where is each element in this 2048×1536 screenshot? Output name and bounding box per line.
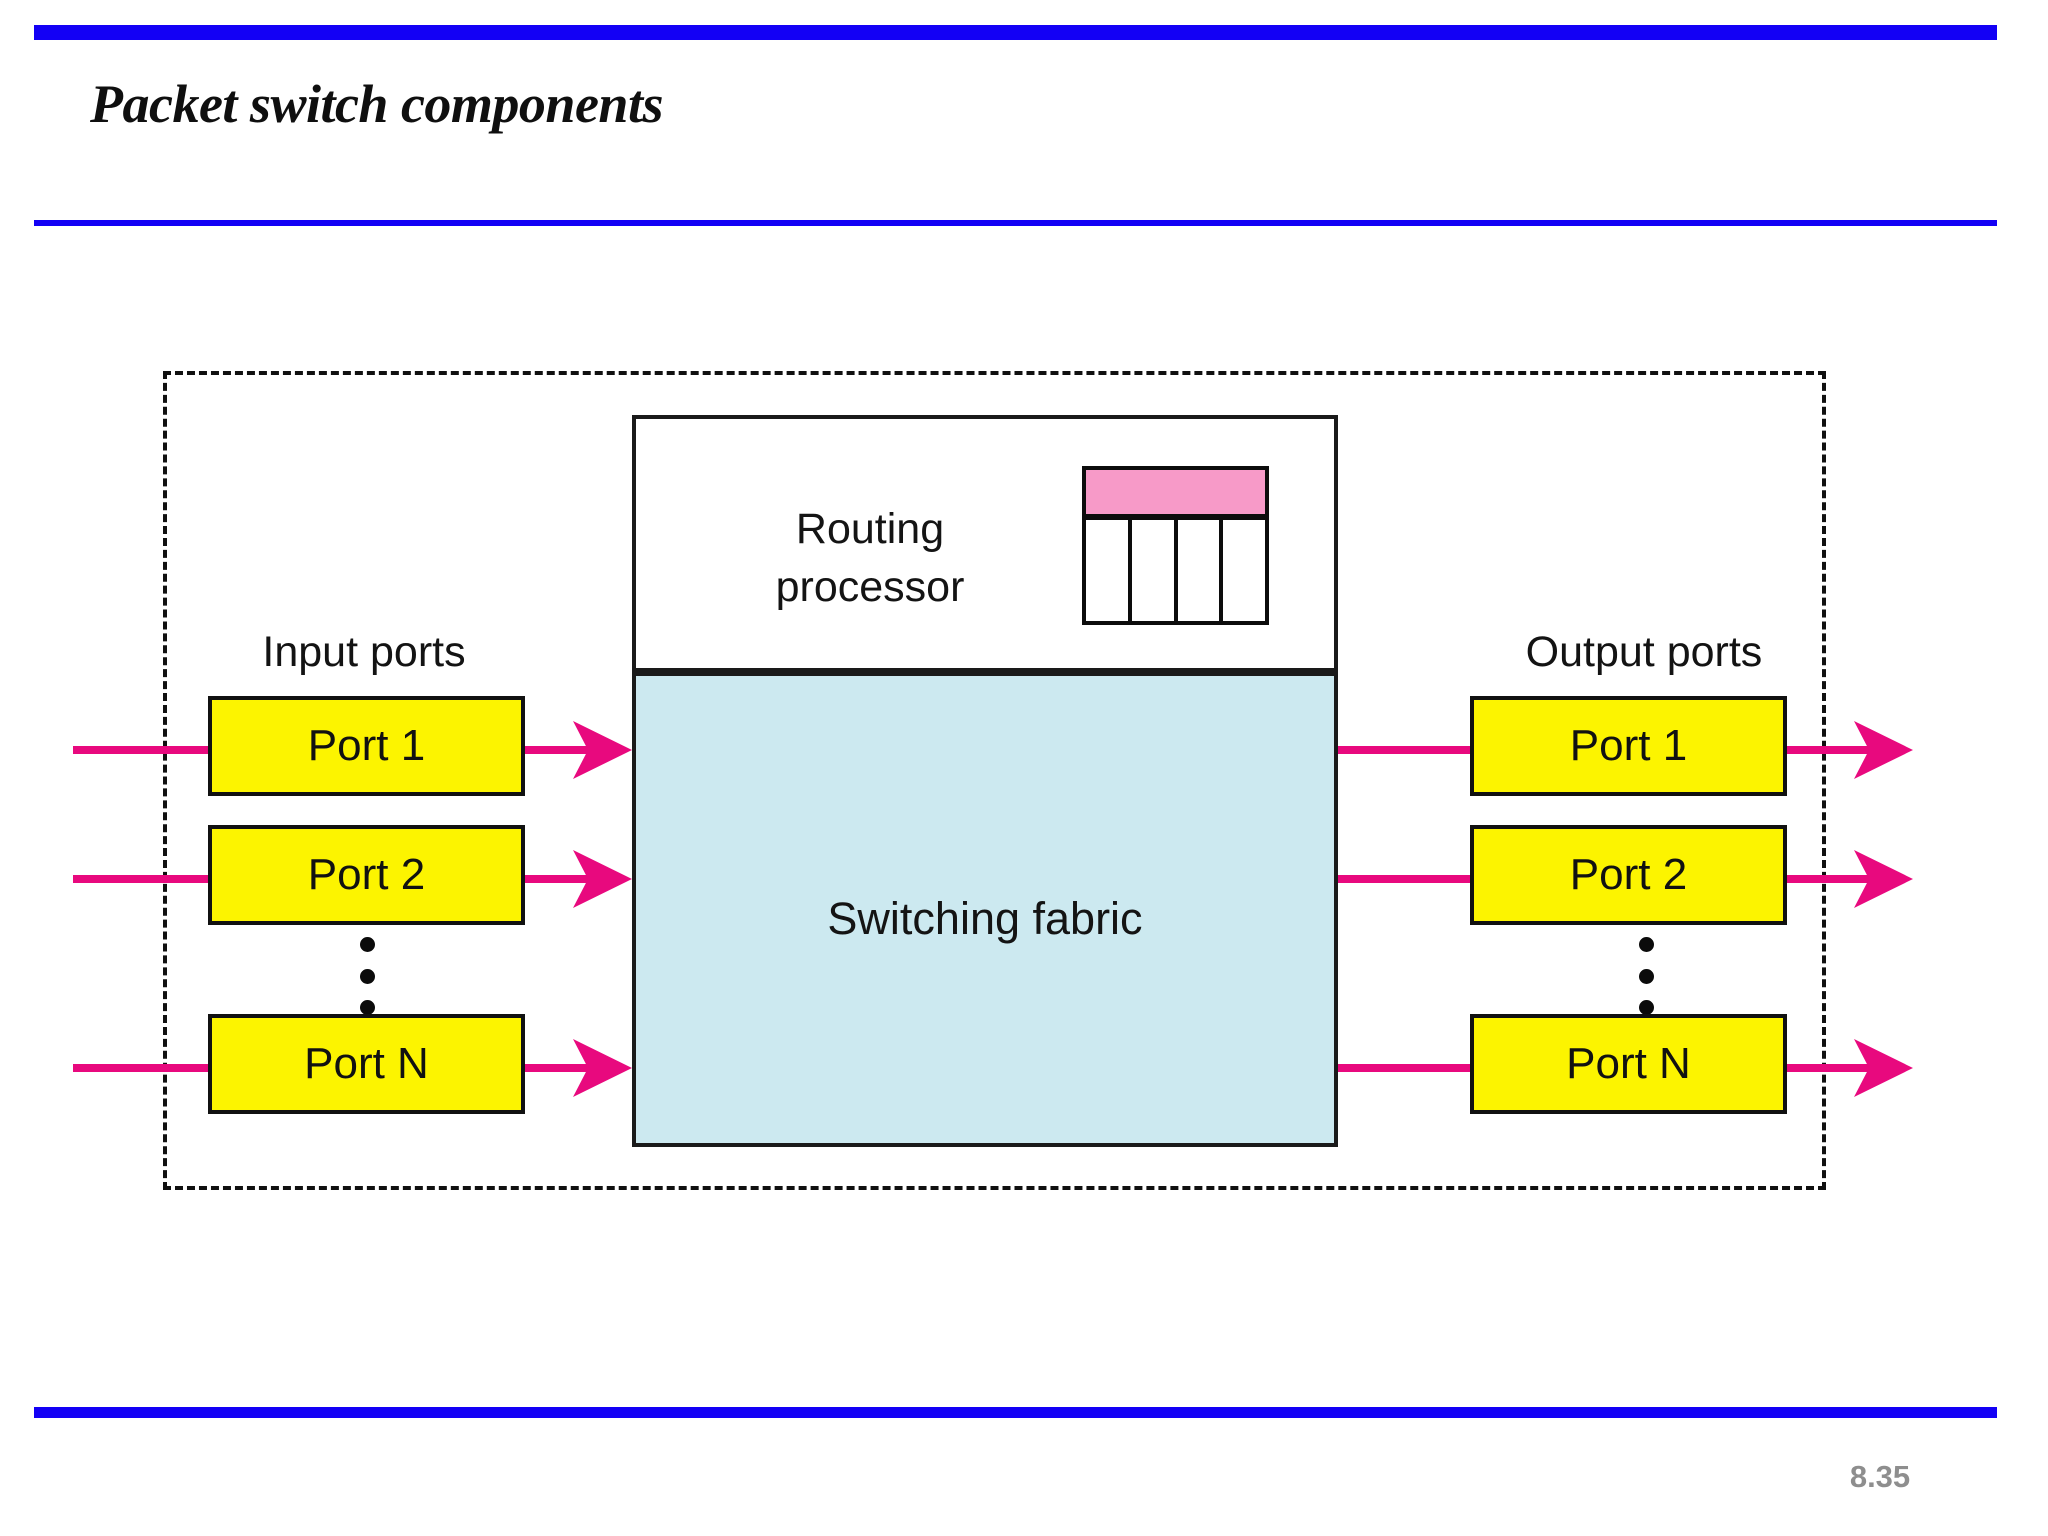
output-port-n[interactable]: Port N [1470, 1014, 1787, 1114]
wire-fabric-to-output-3 [1336, 1064, 1472, 1072]
input-port-1[interactable]: Port 1 [208, 696, 525, 796]
wire-input-2-to-fabric [521, 875, 616, 883]
wire-output-1-outgoing [1786, 746, 1890, 754]
output-port-2[interactable]: Port 2 [1470, 825, 1787, 925]
wire-input-3-incoming [73, 1064, 212, 1072]
routing-table-cell [1086, 520, 1132, 621]
wire-output-2-outgoing [1786, 875, 1890, 883]
routing-processor-label-line1: Routing [795, 505, 945, 553]
wire-input-3-to-fabric [521, 1064, 616, 1072]
page-title: Packet switch components [90, 74, 663, 134]
routing-processor-label-line2: processor [775, 563, 965, 611]
wire-input-2-incoming [73, 875, 212, 883]
routing-processor-label: Routing processor [700, 500, 1040, 616]
footer-rule [34, 1407, 1997, 1418]
routing-table-cell [1132, 520, 1178, 621]
wire-input-1-to-fabric [521, 746, 616, 754]
input-ports-label: Input ports [262, 628, 466, 676]
output-port-1[interactable]: Port 1 [1470, 696, 1787, 796]
input-port-n[interactable]: Port N [208, 1014, 525, 1114]
header-rule-top [34, 25, 1997, 40]
output-ports-label: Output ports [1525, 628, 1763, 676]
switch-boundary-dashed-box [163, 371, 1826, 1190]
routing-table-icon [1082, 466, 1269, 625]
switching-fabric-label: Switching fabric [827, 893, 1143, 944]
routing-table-cell [1178, 520, 1224, 621]
header-rule-bottom [34, 220, 1997, 226]
wire-fabric-to-output-1 [1336, 746, 1472, 754]
wire-output-3-outgoing [1786, 1064, 1890, 1072]
switching-fabric-box [632, 672, 1338, 1147]
input-port-2[interactable]: Port 2 [208, 825, 525, 925]
routing-table-body-row [1082, 516, 1269, 625]
wire-fabric-to-output-2 [1336, 875, 1472, 883]
input-ports-ellipsis [357, 937, 377, 1015]
routing-table-header-row [1082, 466, 1269, 518]
page-number: 8.35 [1849, 1459, 1911, 1494]
routing-table-cell [1223, 520, 1265, 621]
wire-input-1-incoming [73, 746, 212, 754]
output-ports-ellipsis [1636, 937, 1656, 1015]
